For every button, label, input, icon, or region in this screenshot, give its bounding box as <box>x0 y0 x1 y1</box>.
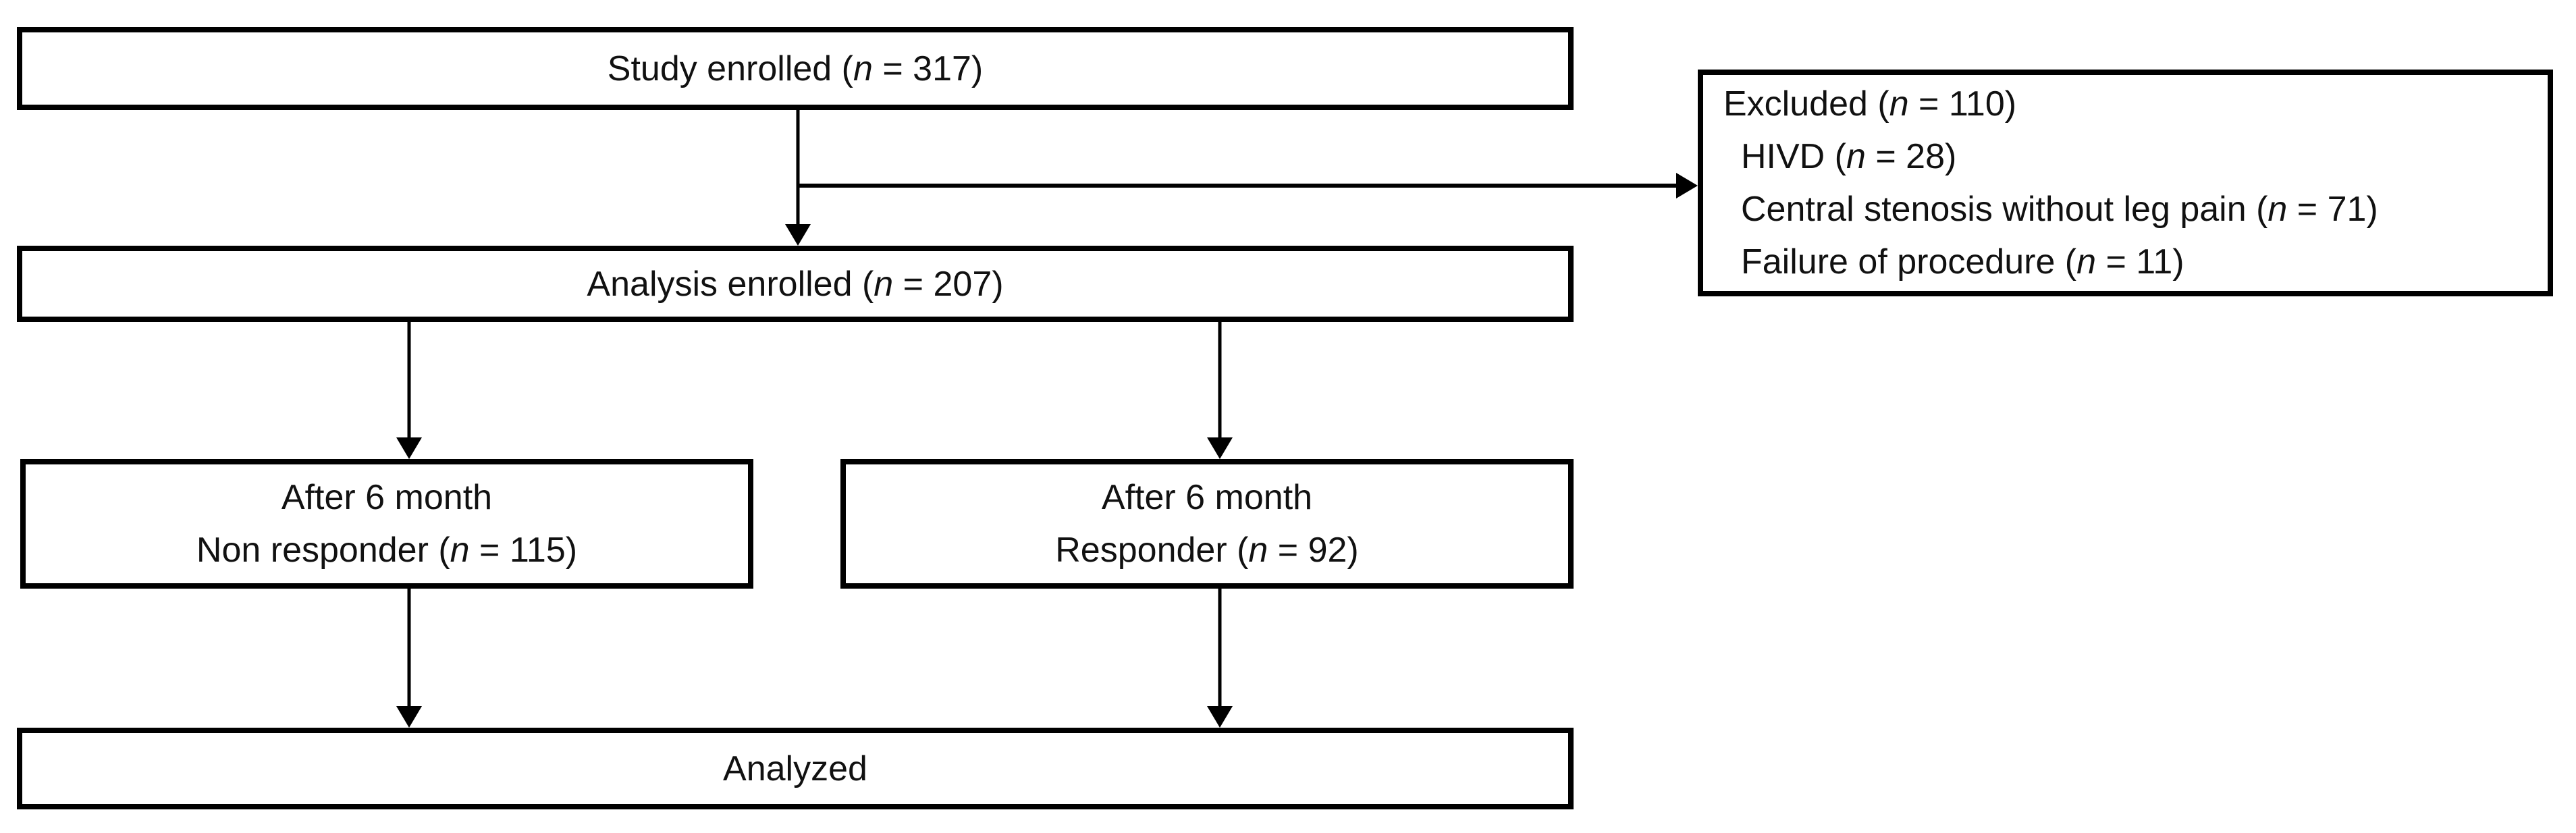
excluded-item-failure-n-variable: n <box>2076 242 2097 281</box>
non-responder-line2: Non responder (n = 115) <box>196 524 577 576</box>
excluded-item-hivd-text: HIVD ( <box>1741 137 1846 176</box>
responder-n-variable: n <box>1248 531 1268 570</box>
arrow-analysis-to-non-responder <box>396 322 423 459</box>
excluded-item-central-stenosis-n-variable: n <box>2268 190 2288 229</box>
arrow-analysis-to-responder <box>1206 322 1233 459</box>
analysis-enrolled-text: Analysis enrolled ( <box>587 264 874 304</box>
excluded-item-hivd-n-value: = 28) <box>1865 137 1957 176</box>
excluded-n-value: = 110) <box>1908 84 2017 124</box>
responder-line2: Responder (n = 92) <box>1055 524 1359 576</box>
non-responder-n-value: = 115) <box>469 531 578 570</box>
arrow-shaft <box>799 184 1680 188</box>
responder-line1: After 6 month <box>1101 478 1313 517</box>
arrow-to-excluded <box>799 171 1698 200</box>
non-responder-line1: After 6 month <box>281 478 493 517</box>
analysis-n-variable: n <box>874 264 894 304</box>
arrowhead-down-icon <box>396 437 422 459</box>
arrowhead-down-icon <box>1207 706 1233 728</box>
arrow-shaft <box>407 589 411 710</box>
excluded-n-variable: n <box>1889 84 1909 124</box>
responder-text: Responder ( <box>1055 531 1249 570</box>
analyzed-label: Analyzed <box>723 749 867 788</box>
excluded-item-failure: Failure of procedure (n = 11) <box>1723 236 2184 288</box>
arrow-responder-to-analyzed <box>1206 589 1233 728</box>
analysis-n-value: = 207) <box>893 264 1004 304</box>
analysis-enrolled-box: Analysis enrolled (n = 207) <box>17 246 1574 322</box>
excluded-item-central-stenosis: Central stenosis without leg pain (n = 7… <box>1723 183 2378 236</box>
arrowhead-down-icon <box>396 706 422 728</box>
arrow-shaft <box>407 322 411 441</box>
excluded-item-failure-text: Failure of procedure ( <box>1741 242 2077 281</box>
responder-n-value: = 92) <box>1268 531 1359 570</box>
excluded-title-text: Excluded ( <box>1723 84 1889 124</box>
excluded-box: Excluded (n = 110) HIVD (n = 28) Central… <box>1698 70 2553 296</box>
arrowhead-down-icon <box>1207 437 1233 459</box>
excluded-title: Excluded (n = 110) <box>1723 78 2016 130</box>
study-n-variable: n <box>853 49 873 88</box>
study-enrolled-label: Study enrolled (n = 317) <box>608 43 983 95</box>
responder-box: After 6 month Responder (n = 92) <box>840 459 1574 589</box>
excluded-item-central-stenosis-n-value: = 71) <box>2287 190 2378 229</box>
arrow-shaft <box>796 110 800 228</box>
analyzed-box: Analyzed <box>17 728 1574 809</box>
excluded-item-hivd: HIVD (n = 28) <box>1723 130 1956 183</box>
arrow-study-to-analysis <box>784 110 811 246</box>
analysis-enrolled-label: Analysis enrolled (n = 207) <box>587 258 1003 311</box>
excluded-item-failure-n-value: = 11) <box>2096 242 2184 281</box>
excluded-item-hivd-n-variable: n <box>1846 137 1866 176</box>
study-enrolled-box: Study enrolled (n = 317) <box>17 27 1574 110</box>
arrowhead-right-icon <box>1676 173 1698 198</box>
study-enrolled-text: Study enrolled ( <box>607 49 853 88</box>
arrow-non-responder-to-analyzed <box>396 589 423 728</box>
arrow-shaft <box>1218 322 1222 441</box>
arrow-shaft <box>1218 589 1222 710</box>
non-responder-n-variable: n <box>450 531 470 570</box>
study-n-value: = 317) <box>872 49 984 88</box>
arrowhead-down-icon <box>785 224 811 246</box>
excluded-item-central-stenosis-text: Central stenosis without leg pain ( <box>1741 190 2268 229</box>
non-responder-text: Non responder ( <box>196 531 450 570</box>
non-responder-box: After 6 month Non responder (n = 115) <box>20 459 753 589</box>
